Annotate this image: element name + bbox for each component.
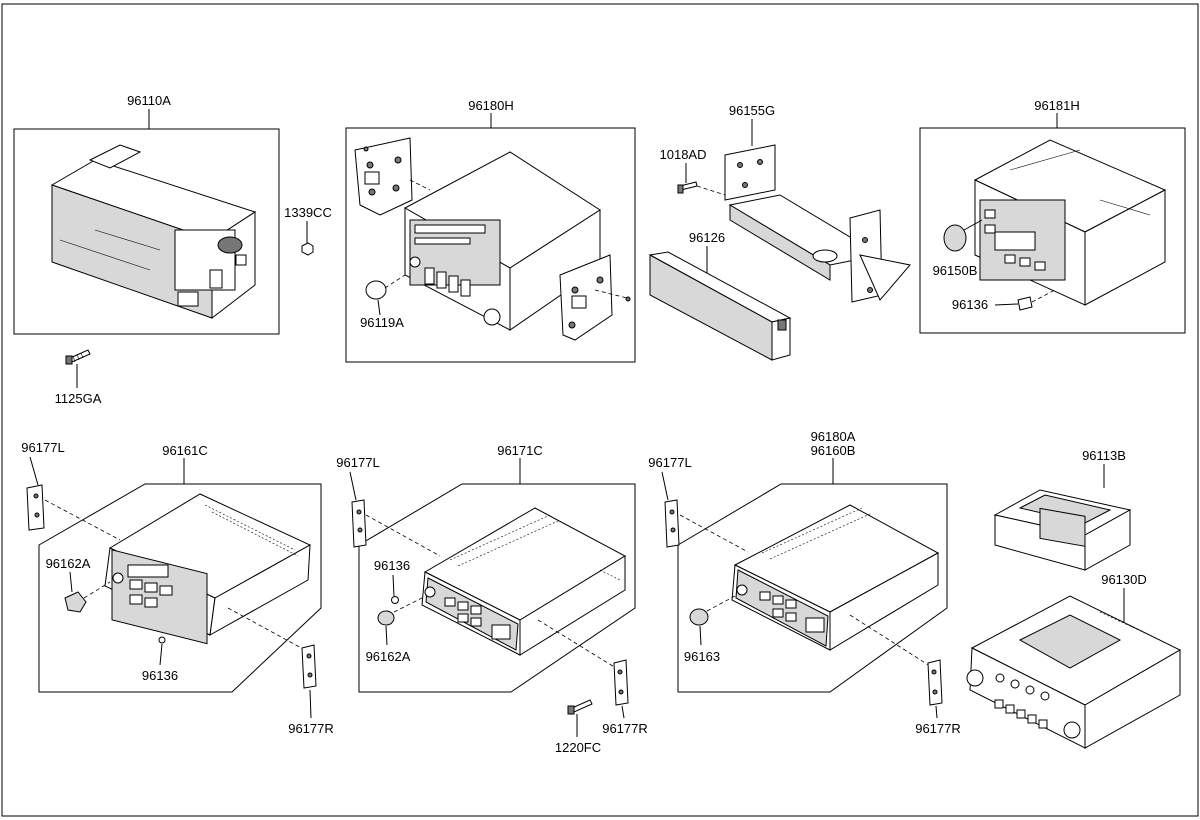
screw-icon [677, 181, 698, 194]
label-96136-2: 96136 [374, 558, 410, 573]
label-96113B: 96113B [1082, 448, 1126, 463]
part-drawing-96171C [421, 507, 627, 656]
part-drawing-96113B [993, 489, 1132, 571]
group-box-96161C [38, 483, 322, 693]
plug-icon [158, 636, 166, 644]
part-drawing-96180H [354, 137, 631, 341]
part-1018AD: 1018AD [660, 147, 726, 196]
part-drawing-96130D [966, 595, 1182, 749]
label-96162A-2: 96162A [366, 649, 411, 664]
label-96161C: 96161C [162, 443, 208, 458]
assembly-96171C: 96171C 96177L 96136 96162A [336, 443, 647, 736]
label-1018AD: 1018AD [660, 147, 707, 162]
label-96136-top: 96136 [952, 297, 988, 312]
label-96126: 96126 [689, 230, 725, 245]
plug-icon [1017, 296, 1033, 311]
knob-icon [64, 591, 87, 613]
diagram-frame [1, 3, 1199, 817]
label-96155G: 96155G [729, 103, 775, 118]
knob-icon [377, 610, 395, 626]
bracket-icon [613, 659, 629, 706]
part-96113B: 96113B [993, 448, 1132, 571]
bracket-icon [664, 499, 680, 548]
knob-icon [943, 224, 967, 252]
bracket-icon [301, 644, 317, 689]
label-96150B: 96150B [933, 263, 978, 278]
part-drawing-96110A [50, 144, 257, 320]
part-96155G: 96155G [724, 103, 911, 303]
label-96130D: 96130D [1101, 572, 1147, 587]
part-1220FC: 1220FC [555, 699, 601, 755]
label-96162A-1: 96162A [46, 556, 91, 571]
label-96136-1: 96136 [142, 668, 178, 683]
assembly-96180H: 96180H [345, 98, 636, 363]
label-1125GA: 1125GA [55, 391, 102, 406]
screw-icon [567, 699, 593, 715]
group-box-96110A [13, 128, 280, 335]
label-96160B: 96160B [811, 443, 856, 458]
part-1339CC: 1339CC [284, 205, 332, 256]
assembly-96110A: 96110A [13, 93, 280, 335]
group-box-96181H [919, 127, 1186, 334]
assembly-96180A-96160B: 96180A 96160B 96177L 96163 [648, 429, 960, 736]
label-96163: 96163 [684, 649, 720, 664]
label-96177R-2: 96177R [602, 721, 648, 736]
part-96130D: 96130D [966, 572, 1182, 749]
label-96171C: 96171C [497, 443, 543, 458]
nut-icon [301, 242, 314, 256]
part-drawing-96181H [973, 139, 1167, 306]
knob-icon [365, 280, 387, 300]
assembly-96181H: 96181H 96150B 96136 [919, 98, 1186, 334]
part-drawing-96155G [724, 144, 911, 303]
label-96177L-2: 96177L [336, 455, 379, 470]
label-1339CC: 1339CC [284, 205, 332, 220]
screw-icon [65, 349, 91, 365]
label-96177L-1: 96177L [21, 440, 64, 455]
label-1220FC: 1220FC [555, 740, 601, 755]
label-96180A: 96180A [811, 429, 856, 444]
part-1125GA: 1125GA [55, 349, 102, 406]
knob-icon [689, 608, 709, 626]
assembly-96161C: 96161C 96177L 96162A 96136 [21, 440, 333, 736]
label-96177R-1: 96177R [288, 721, 334, 736]
label-96177L-3: 96177L [648, 455, 691, 470]
label-96181H: 96181H [1034, 98, 1080, 113]
bracket-icon [351, 499, 367, 548]
label-96110A: 96110A [127, 93, 171, 108]
label-96119A: 96119A [360, 315, 404, 330]
part-96126: 96126 [648, 230, 792, 361]
part-drawing-96161C [104, 493, 312, 645]
bracket-icon [927, 659, 943, 706]
bracket-icon [26, 484, 45, 531]
group-box-96180A [677, 483, 948, 693]
plug-icon [391, 596, 399, 604]
label-96180H: 96180H [468, 98, 514, 113]
group-box-96171C [358, 483, 636, 693]
part-drawing-96126 [648, 251, 792, 361]
label-96177R-3: 96177R [915, 721, 961, 736]
part-drawing-96180A [731, 504, 940, 651]
